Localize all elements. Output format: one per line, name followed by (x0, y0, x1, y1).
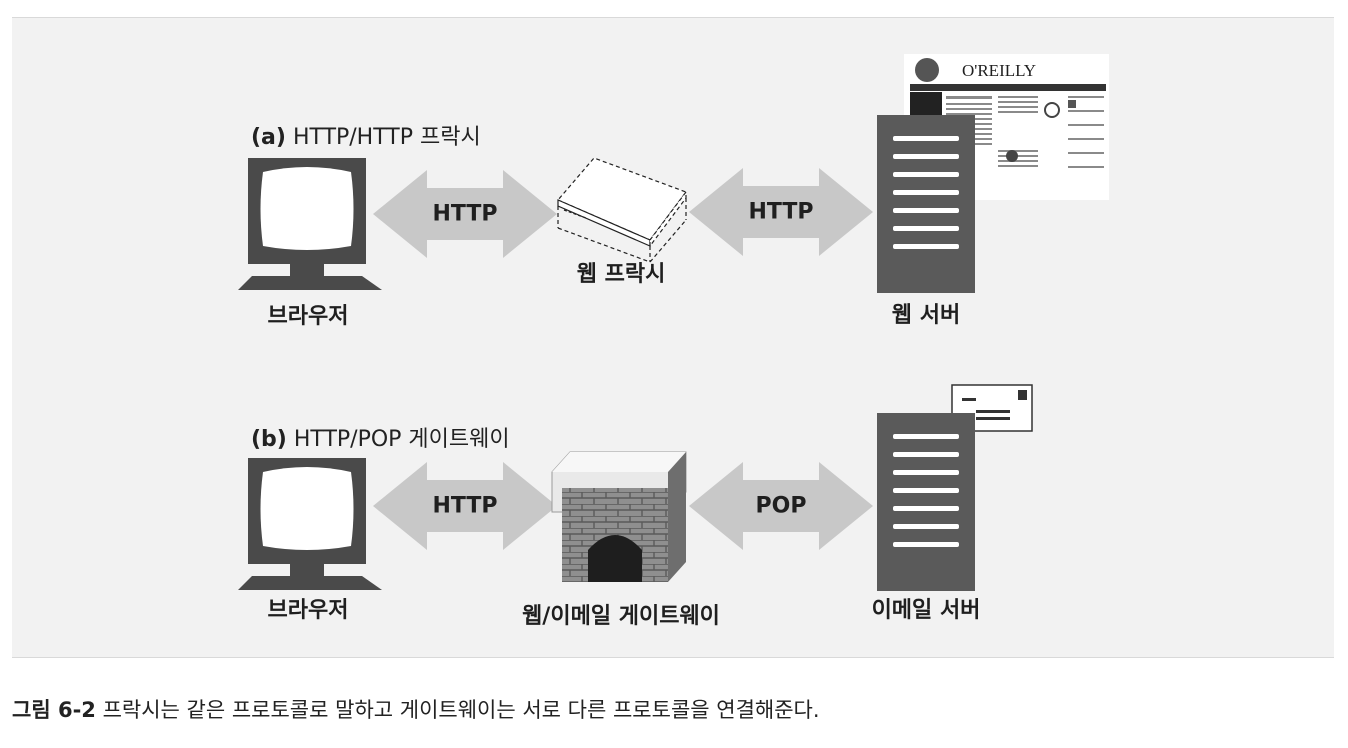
scenario-a-title-text: HTTP/HTTP 프락시 (292, 125, 481, 150)
proxy-box-icon (557, 157, 687, 263)
pop-label: POP (755, 493, 807, 519)
bottom-rule (12, 657, 1334, 658)
http-arrow-b-left (373, 462, 557, 550)
server-tower-icon-a (877, 115, 975, 293)
web-server-label: 웹 서버 (891, 303, 961, 328)
email-server-label: 이메일 서버 (871, 598, 981, 623)
oreilly-logo: O'REILLY (962, 61, 1036, 80)
http-arrow-a-left (373, 170, 557, 258)
gateway-label: 웹/이메일 게이트웨이 (522, 604, 720, 629)
scenario-b-title-text: HTTP/POP 게이트웨이 (293, 427, 510, 452)
browser-label-a: 브라우저 (267, 304, 349, 329)
http-label-b: HTTP (432, 493, 498, 519)
scenario-b-tag: (b) (251, 427, 287, 452)
monitor-icon-b (238, 458, 382, 590)
browser-label-b: 브라우저 (267, 598, 349, 623)
gateway-arch-icon (551, 451, 687, 582)
scenario-a-title: (a) HTTP/HTTP 프락시 (251, 119, 481, 151)
http-arrow-a-right (689, 168, 873, 256)
caption-number: 그림 6-2 (12, 698, 96, 722)
scenario-a-tag: (a) (251, 125, 286, 150)
server-tower-icon-b (877, 413, 975, 591)
figure-caption: 그림 6-2 프락시는 같은 프로토콜로 말하고 게이트웨이는 서로 다른 프로… (12, 694, 820, 724)
http-label-a-right: HTTP (748, 199, 814, 225)
top-rule (12, 17, 1334, 18)
caption-text: 프락시는 같은 프로토콜로 말하고 게이트웨이는 서로 다른 프로토콜을 연결해… (102, 698, 820, 722)
http-label-a-left: HTTP (432, 201, 498, 227)
monitor-icon-a (238, 158, 382, 290)
proxy-label: 웹 프락시 (576, 262, 666, 287)
pop-arrow (689, 462, 873, 550)
scenario-b-title: (b) HTTP/POP 게이트웨이 (251, 421, 510, 453)
